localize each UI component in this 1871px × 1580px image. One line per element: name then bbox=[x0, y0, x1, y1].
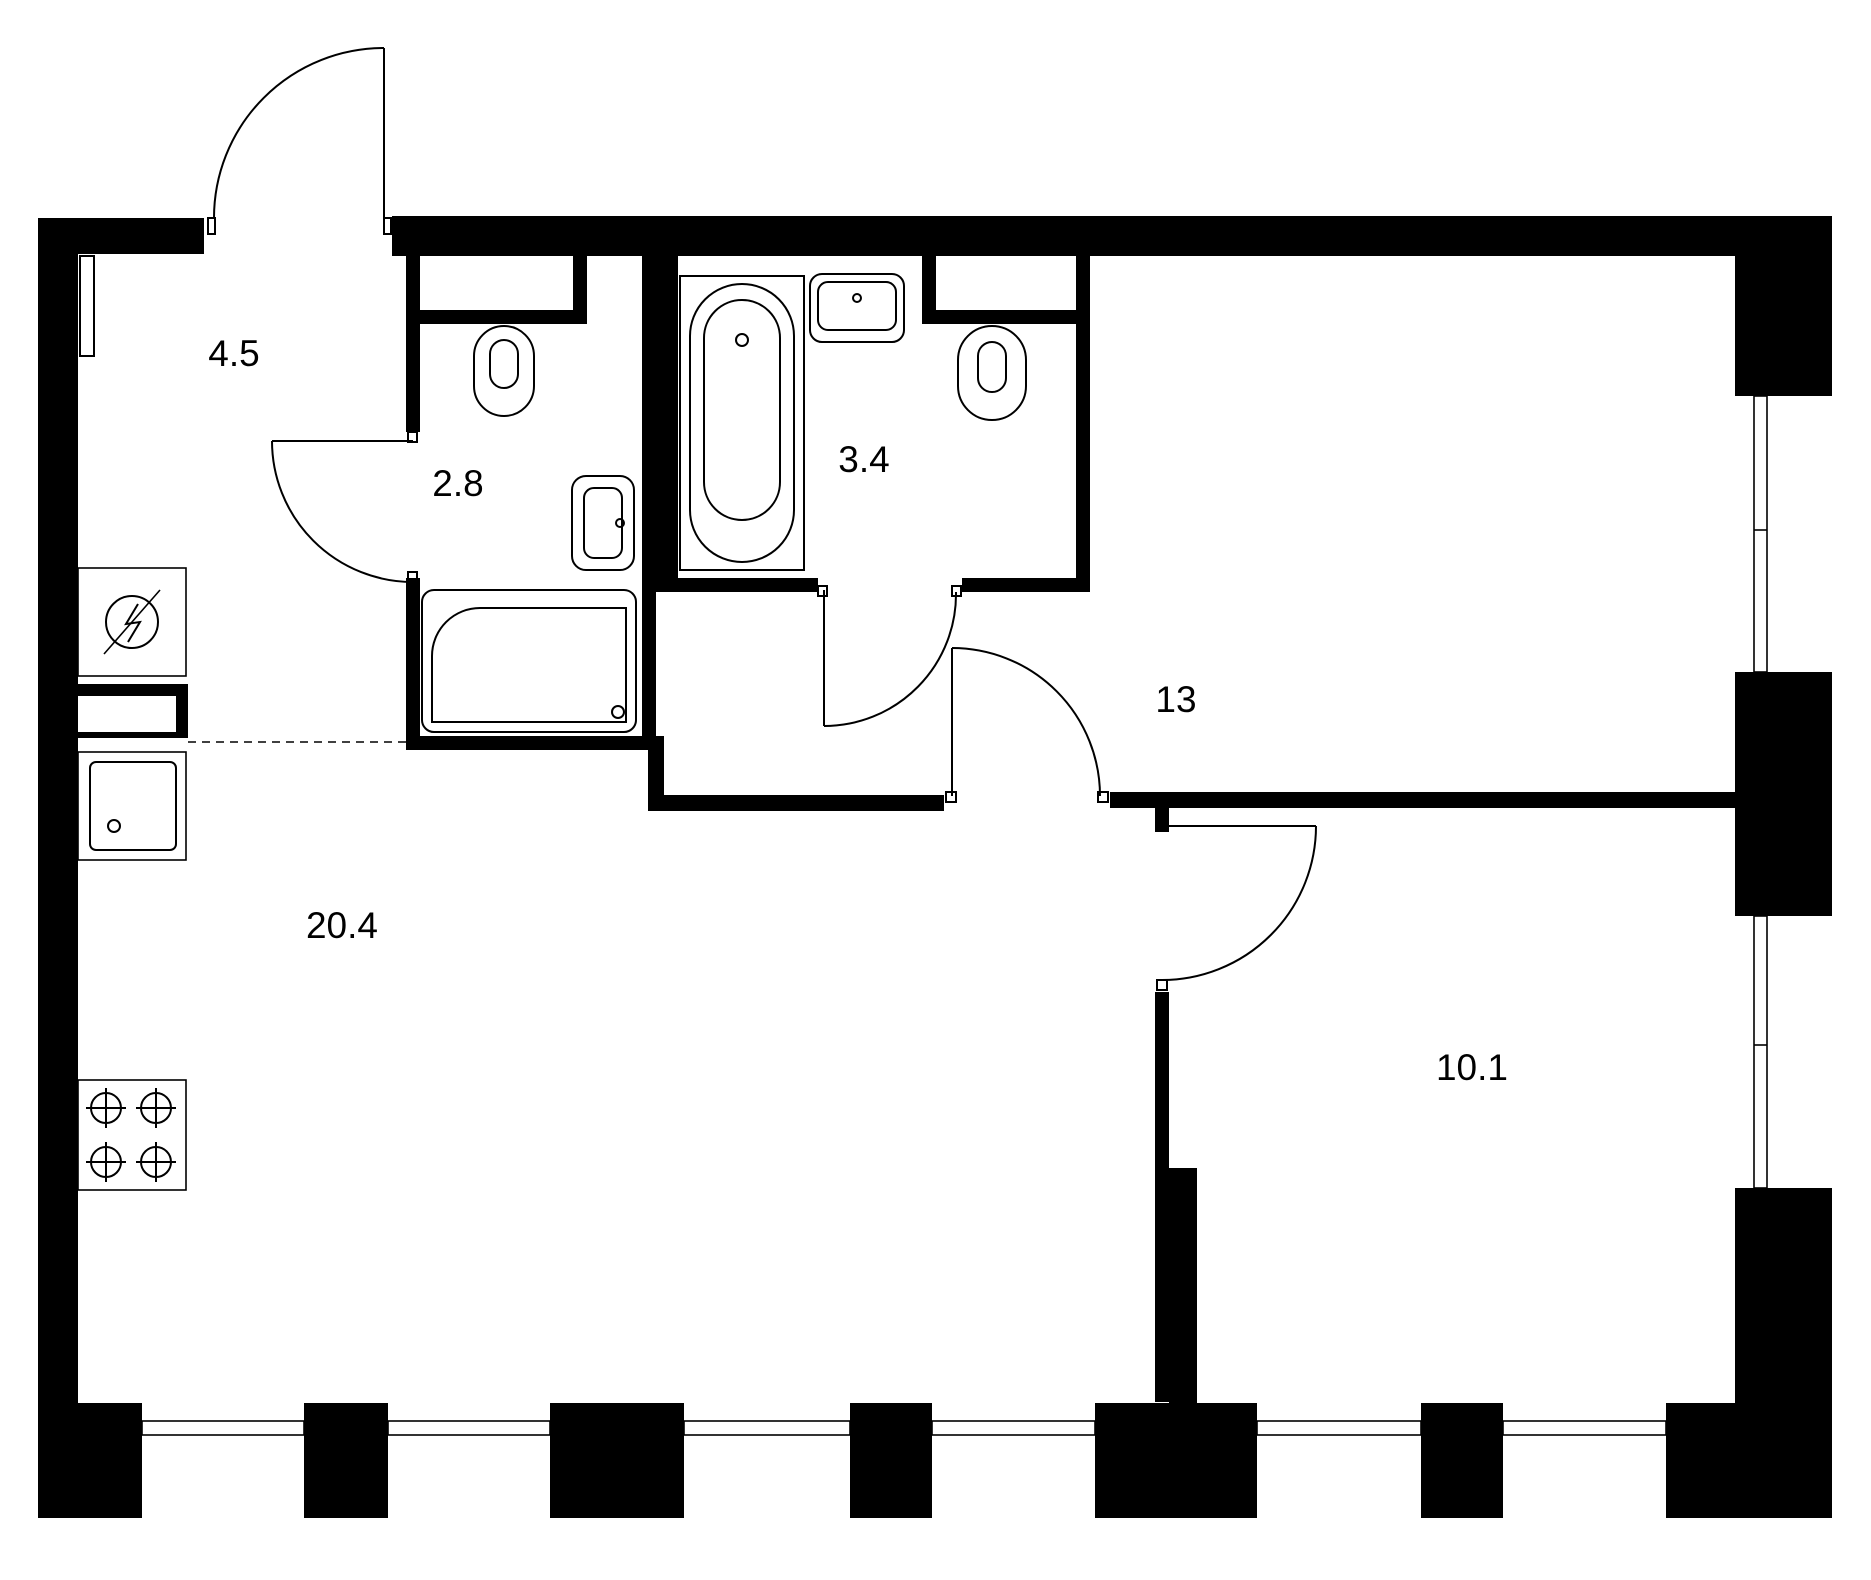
sink-icon bbox=[571, 475, 635, 571]
room-area-hall: 4.5 bbox=[208, 333, 259, 374]
interior-walls bbox=[78, 256, 1735, 1403]
windows bbox=[141, 395, 1768, 1436]
exterior-walls bbox=[38, 216, 1832, 1518]
kitchen-sink-icon bbox=[77, 751, 187, 861]
stove-icon bbox=[77, 1079, 187, 1191]
toilet-icon bbox=[473, 325, 535, 417]
bathtub-icon bbox=[421, 589, 637, 733]
electric-panel-icon bbox=[77, 567, 187, 677]
sink-icon bbox=[809, 273, 905, 343]
toilet-icon bbox=[957, 325, 1027, 421]
room-area-bathroom-2: 3.4 bbox=[838, 439, 889, 480]
entrance-door bbox=[207, 47, 392, 235]
room-area-bedroom-2: 10.1 bbox=[1436, 1047, 1508, 1088]
room-area-bedroom-1: 13 bbox=[1155, 679, 1196, 720]
room-area-bathroom-1: 2.8 bbox=[432, 463, 483, 504]
interior-doors bbox=[271, 431, 1317, 991]
bathtub-icon bbox=[679, 275, 805, 571]
room-area-living-kitchen: 20.4 bbox=[306, 905, 378, 946]
